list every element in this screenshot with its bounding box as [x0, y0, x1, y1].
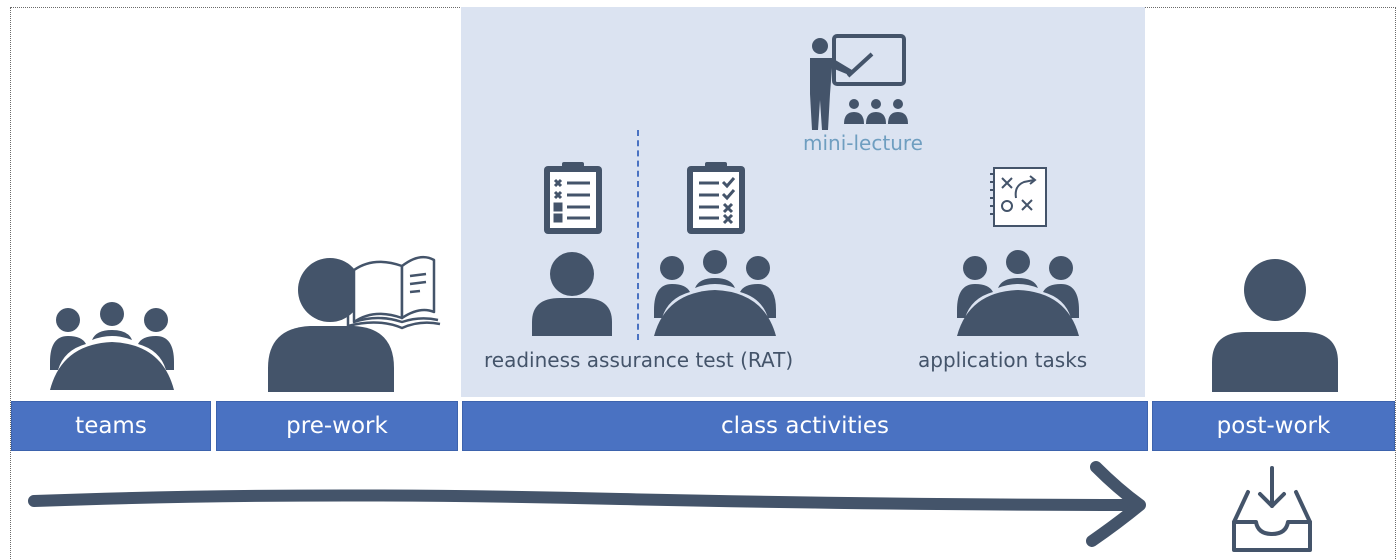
person-icon [1212, 259, 1338, 392]
stage-post-work-bar: post-work [1152, 401, 1395, 451]
team-table-icon [957, 250, 1079, 336]
inbox-tray-icon [1232, 466, 1312, 552]
application-tasks-label: application tasks [918, 348, 1088, 372]
stage-pre-work-bar: pre-work [216, 401, 458, 451]
presenter-board-icon [810, 34, 908, 130]
team-table-icon [654, 250, 776, 336]
person-icon [532, 252, 612, 336]
divider-line [637, 130, 639, 340]
rat-label: readiness assurance test (RAT) [484, 348, 794, 372]
mini-lecture-label: mini-lecture [803, 131, 923, 155]
team-table-icon [50, 302, 174, 390]
clipboard-checklist-icon [687, 162, 745, 234]
stage-teams-bar: teams [11, 401, 211, 451]
clipboard-checklist-icon [544, 162, 602, 234]
timeline-arrow [28, 461, 1146, 547]
strategy-board-icon [990, 167, 1047, 227]
person-reading-book-icon [268, 255, 441, 392]
stage-class-activities-bar: class activities [462, 401, 1148, 451]
